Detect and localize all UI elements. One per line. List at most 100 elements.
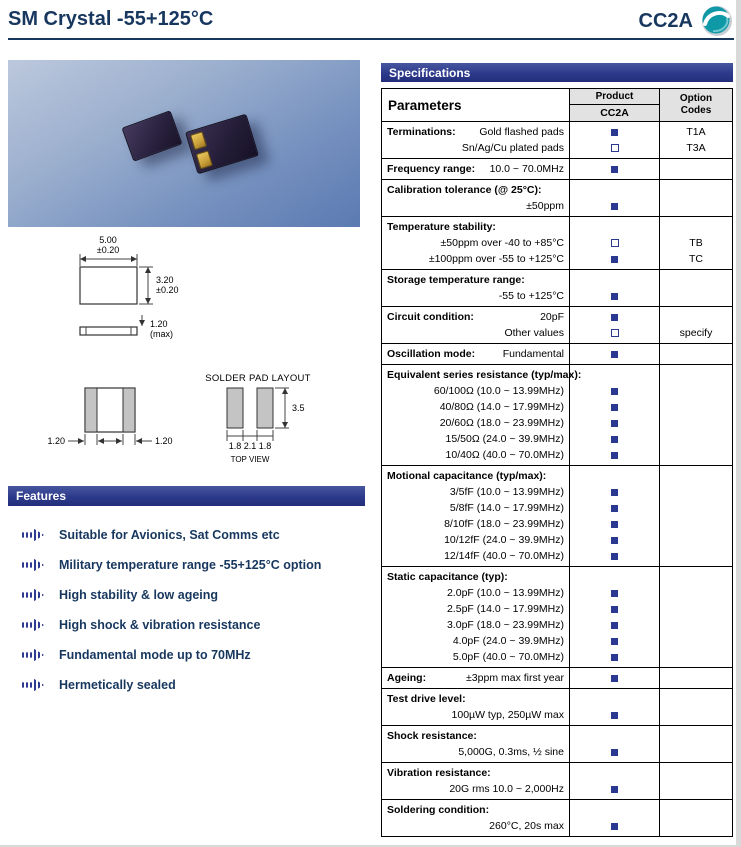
param-label: Circuit condition: <box>387 311 474 323</box>
spec-line: Circuit condition:20pF <box>382 309 569 325</box>
spec-line: 100µW typ, 250µW max <box>382 707 569 723</box>
spec-line: 2.5pF (14.0 ~ 17.99MHz) <box>382 601 569 617</box>
gold-pad <box>195 150 213 170</box>
param-value: 10.0 ~ 70.0MHz <box>489 163 564 175</box>
dim-height-label: 3.20 <box>156 275 174 285</box>
company-logo-icon <box>702 6 732 36</box>
spec-line: ±50ppm <box>382 198 569 214</box>
product-marker-cell <box>570 484 659 500</box>
spec-cell <box>570 180 660 216</box>
spec-cell: Shock resistance:5,000G, 0.3ms, ½ sine <box>382 726 570 762</box>
spec-line: Soldering condition: <box>382 802 569 818</box>
outline-square-marker <box>610 329 619 337</box>
product-marker-cell <box>570 802 659 818</box>
spec-row: Soldering condition:260°C, 20s max <box>382 800 732 836</box>
param-value: 10/40Ω (40.0 ~ 70.0MHz) <box>445 449 564 461</box>
spec-line: Vibration resistance: <box>382 765 569 781</box>
solder-pad-layout-heading: SOLDER PAD LAYOUT <box>205 373 311 384</box>
dim-width-tol-label: ±0.20 <box>97 245 119 255</box>
param-value: Fundamental <box>502 348 564 360</box>
spec-line: Oscillation mode:Fundamental <box>382 346 569 362</box>
spec-cell <box>570 122 660 158</box>
option-code <box>660 346 732 362</box>
product-marker-cell <box>570 670 659 686</box>
spec-row: Vibration resistance:20G rms 10.0 ~ 2,00… <box>382 763 732 800</box>
param-value: 40/80Ω (14.0 ~ 17.99MHz) <box>439 401 564 413</box>
spec-cell <box>570 466 660 566</box>
option-code <box>660 744 732 760</box>
spec-line: Static capacitance (typ): <box>382 569 569 585</box>
param-label: Equivalent series resistance (typ/max): <box>387 369 582 381</box>
filled-square-marker <box>611 785 618 793</box>
spec-row: Oscillation mode:Fundamental <box>382 344 732 365</box>
spec-line: 4.0pF (24.0 ~ 39.9MHz) <box>382 633 569 649</box>
spec-line: Shock resistance: <box>382 728 569 744</box>
spec-cell: Oscillation mode:Fundamental <box>382 344 570 364</box>
feature-item: Military temperature range -55+125°C opt… <box>12 550 362 580</box>
option-code <box>660 781 732 797</box>
spec-cell <box>660 726 732 762</box>
param-label: Frequency range: <box>387 163 476 175</box>
feature-item: High stability & low ageing <box>12 580 362 610</box>
param-value: 10/12fF (24.0 ~ 39.9MHz) <box>444 534 564 546</box>
product-marker-cell <box>570 532 659 548</box>
spec-line: Terminations:Gold flashed pads <box>382 124 569 140</box>
option-code <box>660 617 732 633</box>
spec-cell <box>660 689 732 725</box>
product-marker-cell <box>570 744 659 760</box>
feature-text: High shock & vibration resistance <box>59 618 261 632</box>
option-code <box>660 367 732 383</box>
spec-row: Frequency range: 10.0 ~ 70.0MHz <box>382 159 732 180</box>
product-photo <box>8 60 360 227</box>
arrow-icon <box>22 558 44 572</box>
option-code <box>660 532 732 548</box>
feature-text: Military temperature range -55+125°C opt… <box>59 558 322 572</box>
spec-line: 10/40Ω (40.0 ~ 70.0MHz) <box>382 447 569 463</box>
product-marker-cell <box>570 219 659 235</box>
dim-pad-gap-label: 2.1 <box>244 441 257 451</box>
product-marker-cell <box>570 707 659 723</box>
dim-pad-left-label: 1.20 <box>47 436 65 446</box>
spec-line: 5/8fF (14.0 ~ 17.99MHz) <box>382 500 569 516</box>
filled-square-marker <box>611 128 618 136</box>
option-code <box>660 431 732 447</box>
param-value: 60/100Ω (10.0 ~ 13.99MHz) <box>433 385 564 397</box>
spec-cell <box>570 307 660 343</box>
filled-square-marker <box>611 637 618 645</box>
product-marker-cell <box>570 161 659 177</box>
spec-cell: Static capacitance (typ):2.0pF (10.0 ~ 1… <box>382 567 570 667</box>
dimension-drawing: 5.00 ±0.20 3.20 ±0.20 1.20 (max) SOLDER … <box>47 235 311 464</box>
filled-square-marker <box>611 202 618 210</box>
spec-line: Motional capacitance (typ/max): <box>382 468 569 484</box>
option-codes-column-header: Option Codes <box>660 89 732 121</box>
param-value: 4.0pF (24.0 ~ 39.9MHz) <box>452 635 564 647</box>
gold-pad <box>189 131 208 151</box>
param-value: Other values <box>504 327 564 339</box>
option-code <box>660 161 732 177</box>
param-value: 3.0pF (18.0 ~ 23.99MHz) <box>446 619 564 631</box>
option-code <box>660 182 732 198</box>
dim-pad-w2-label: 1.8 <box>259 441 272 451</box>
dim-width-label: 5.00 <box>99 235 117 245</box>
spec-line: Equivalent series resistance (typ/max): <box>382 367 581 383</box>
package-side-outline <box>79 326 138 336</box>
filled-square-marker <box>611 451 618 459</box>
crystal-package-image <box>184 113 260 175</box>
filled-square-marker <box>611 350 618 358</box>
param-value: 100µW typ, 250µW max <box>451 709 564 721</box>
filled-square-marker <box>611 552 618 560</box>
param-label: Temperature stability: <box>387 221 496 233</box>
product-marker-cell <box>570 124 659 140</box>
spec-cell: specify <box>660 307 732 343</box>
filled-square-marker <box>611 748 618 756</box>
product-marker-cell <box>570 548 659 564</box>
param-value: 8/10fF (18.0 ~ 23.99MHz) <box>444 518 564 530</box>
spec-line: Temperature stability: <box>382 219 569 235</box>
option-code: T1A <box>686 126 706 138</box>
product-marker-cell <box>570 399 659 415</box>
spec-cell: Soldering condition:260°C, 20s max <box>382 800 570 836</box>
